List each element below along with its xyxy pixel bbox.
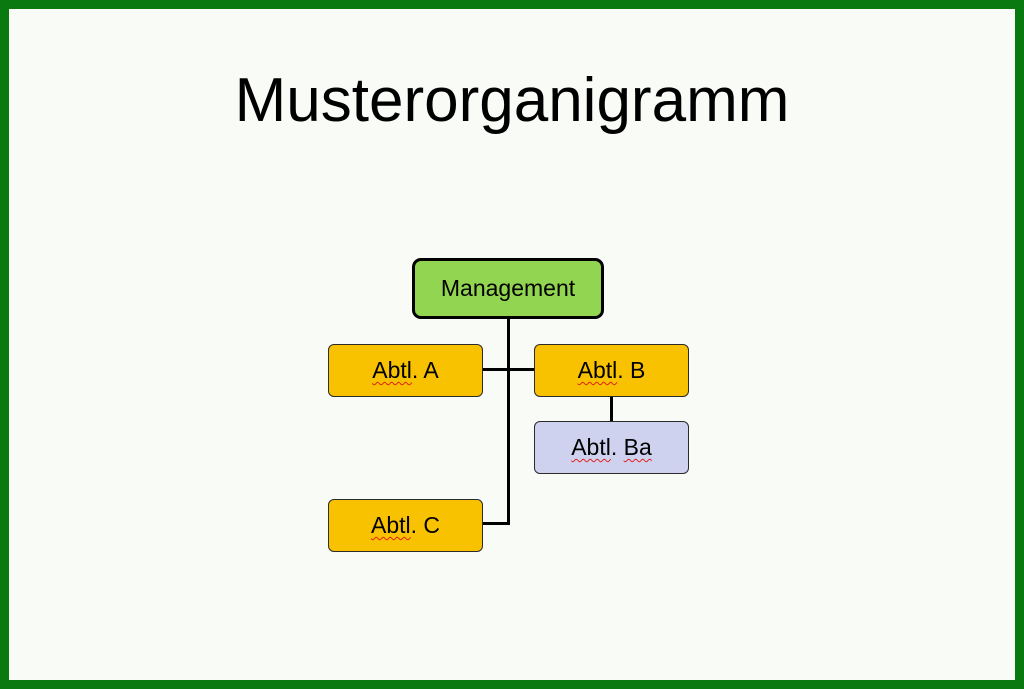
node-abtl-c-label: Abtl. C (370, 512, 441, 538)
connector-b-ba (610, 395, 613, 422)
node-abtl-c: Abtl. C (328, 499, 483, 552)
node-abtl-b-label: Abtl. B (577, 357, 646, 383)
page-title: Musterorganigramm (234, 66, 790, 135)
node-abtl-a: Abtl. A (328, 344, 483, 397)
node-abtl-a-label: Abtl. A (372, 357, 439, 383)
node-management-label: Management (440, 275, 576, 301)
node-abtl-ba: Abtl. Ba (534, 421, 689, 474)
connector-a-b (481, 368, 536, 371)
slide-canvas: Musterorganigramm Management Abtl. A Abt… (9, 9, 1015, 680)
connector-c (481, 522, 510, 525)
connector-trunk (507, 318, 510, 525)
node-management: Management (412, 258, 604, 319)
node-abtl-b: Abtl. B (534, 344, 689, 397)
node-abtl-ba-label: Abtl. Ba (571, 434, 652, 460)
